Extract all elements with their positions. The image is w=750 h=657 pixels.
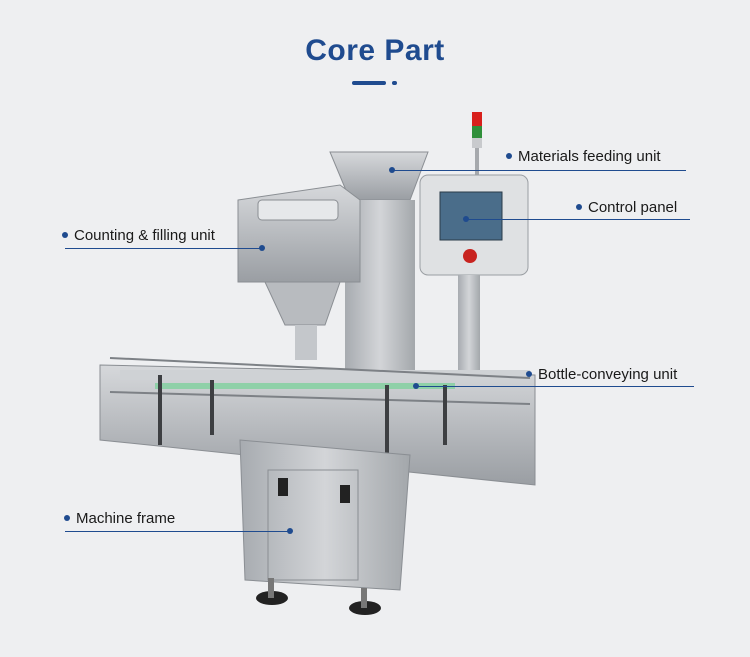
title-underline (352, 81, 386, 85)
bullet-icon (62, 232, 68, 239)
machine-frame (239, 439, 411, 615)
title-underline-dot (392, 81, 397, 85)
callout-label: Bottle-conveying unit (538, 366, 678, 383)
bullet-icon (576, 204, 582, 211)
control-leader-line (466, 219, 690, 220)
page-title: Core Part (305, 34, 445, 67)
counting-pointer-dot (259, 245, 265, 251)
callout-bottle-conveying-unit: Bottle-conveying unit (526, 366, 677, 383)
control-panel-housing (419, 174, 529, 375)
signal-tower-icon (472, 112, 482, 178)
callout-label: Machine frame (76, 510, 176, 527)
conveying-leader-line (416, 386, 694, 387)
callout-label: Counting & filling unit (74, 227, 215, 244)
feeding-leader-line (392, 170, 686, 171)
callout-control-panel: Control panel (576, 199, 677, 216)
counting-unit (237, 184, 361, 360)
conveyor (99, 357, 536, 486)
callout-materials-feeding-unit: Materials feeding unit (506, 148, 661, 165)
callout-machine-frame: Machine frame (64, 510, 175, 527)
callout-counting-filling-unit: Counting & filling unit (62, 227, 215, 244)
bullet-icon (64, 515, 70, 522)
callout-label: Materials feeding unit (518, 148, 661, 165)
frame-pointer-dot (287, 528, 293, 534)
callout-label: Control panel (588, 199, 678, 216)
frame-leader-line (65, 531, 290, 532)
bullet-icon (506, 153, 512, 160)
bullet-icon (526, 371, 532, 378)
counting-leader-line (65, 248, 262, 249)
